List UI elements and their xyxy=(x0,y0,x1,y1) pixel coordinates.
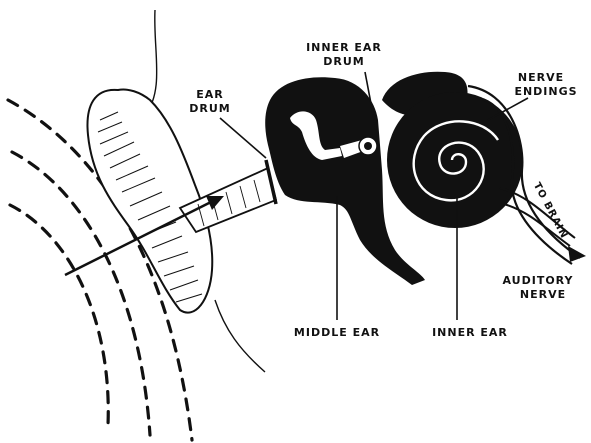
auditory-nerve-label-line1: AUDITORY xyxy=(502,274,573,287)
to-brain-arrow xyxy=(568,246,586,262)
nerve-endings-label-line2: ENDINGS xyxy=(514,85,577,98)
inner-ear xyxy=(382,72,586,264)
ear-drum-label-line2: DRUM xyxy=(189,102,230,115)
ear-drum-leader xyxy=(220,118,266,158)
nerve-endings-label-line1: NERVE xyxy=(518,71,564,84)
ear-drum-label-line1: EAR xyxy=(196,88,224,101)
inner-ear-label: INNER EAR xyxy=(432,326,508,339)
inner-ear-drum-label-line1: INNER EAR xyxy=(306,41,382,54)
auditory-nerve-label-line2: NERVE xyxy=(520,288,566,301)
inner-ear-drum-label-line2: DRUM xyxy=(323,55,364,68)
sound-wave-3 xyxy=(10,205,108,425)
head-outline-bottom xyxy=(215,300,265,372)
middle-ear-label: MIDDLE EAR xyxy=(294,326,380,339)
